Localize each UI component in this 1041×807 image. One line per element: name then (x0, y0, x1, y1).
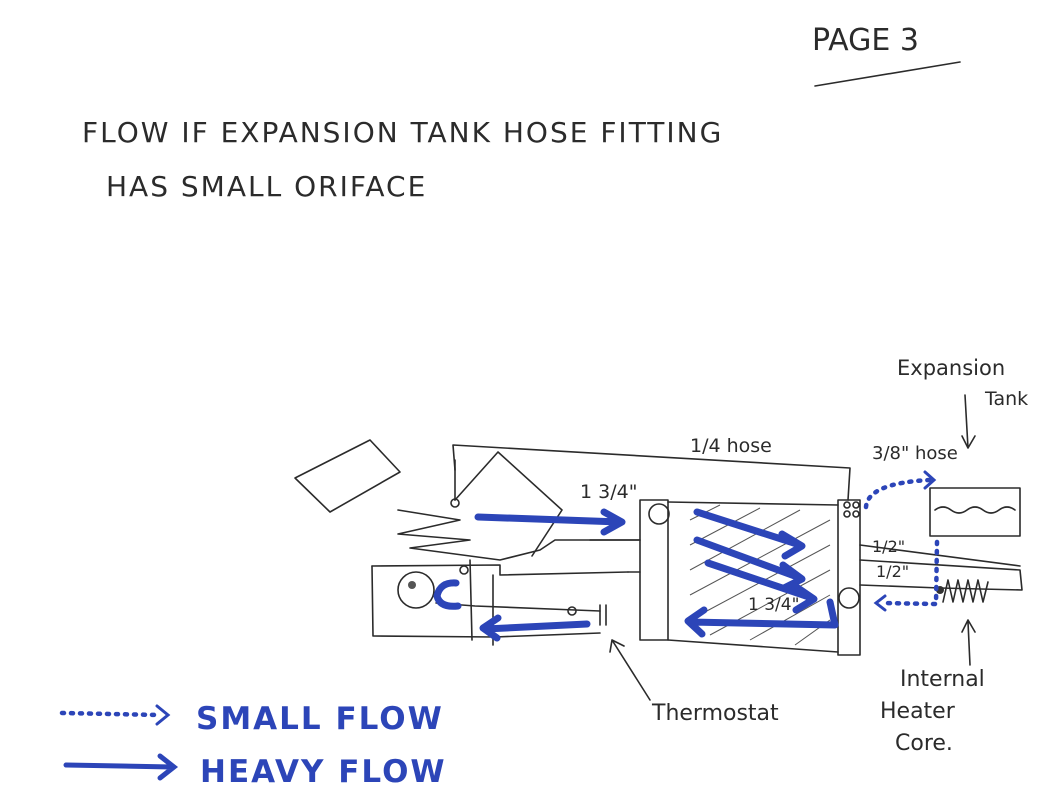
label-thermostat: Thermostat (651, 701, 779, 726)
legend-small-flow-label: SMALL FLOW (196, 701, 444, 737)
legend-heavy-flow-label: HEAVY FLOW (200, 754, 447, 790)
title-line-1: FLOW IF EXPANSION TANK HOSE FITTING (82, 116, 723, 149)
heater-core (936, 579, 989, 666)
label-heater-2: Heater (880, 699, 956, 724)
page-label: PAGE 3 (812, 23, 919, 58)
label-expansion-tank-1: Expansion (897, 356, 1005, 380)
legend-heavy-flow-symbol (63, 753, 179, 781)
label-half-top: 1/2" (872, 537, 905, 556)
radiator (589, 499, 1023, 656)
heavy-flow-arrows (433, 508, 839, 642)
quarter-hose-line (452, 444, 851, 501)
page-label-underline (814, 61, 961, 87)
label-half-bottom: 1/2" (876, 562, 909, 581)
thermostat-pointer (609, 639, 651, 701)
thermostat-symbol (599, 604, 607, 626)
label-1-3-4-bottom: 1 3/4" (748, 595, 799, 615)
label-heater-1: Internal (900, 667, 985, 692)
title-line-2: HAS SMALL ORIFACE (106, 170, 427, 203)
label-three-eighths-hose: 3/8" hose (872, 443, 958, 464)
legend: SMALL FLOW HEAVY FLOW (59, 701, 447, 790)
engine-outline (294, 439, 641, 646)
label-heater-3: Core. (895, 731, 953, 756)
label-1-3-4-top: 1 3/4" (580, 481, 637, 503)
legend-small-flow-symbol (59, 710, 163, 718)
label-quarter-hose: 1/4 hose (690, 435, 772, 457)
small-flow-arrows (863, 470, 940, 612)
label-expansion-tank-2: Tank (984, 388, 1028, 410)
expansion-tank (929, 394, 1021, 537)
